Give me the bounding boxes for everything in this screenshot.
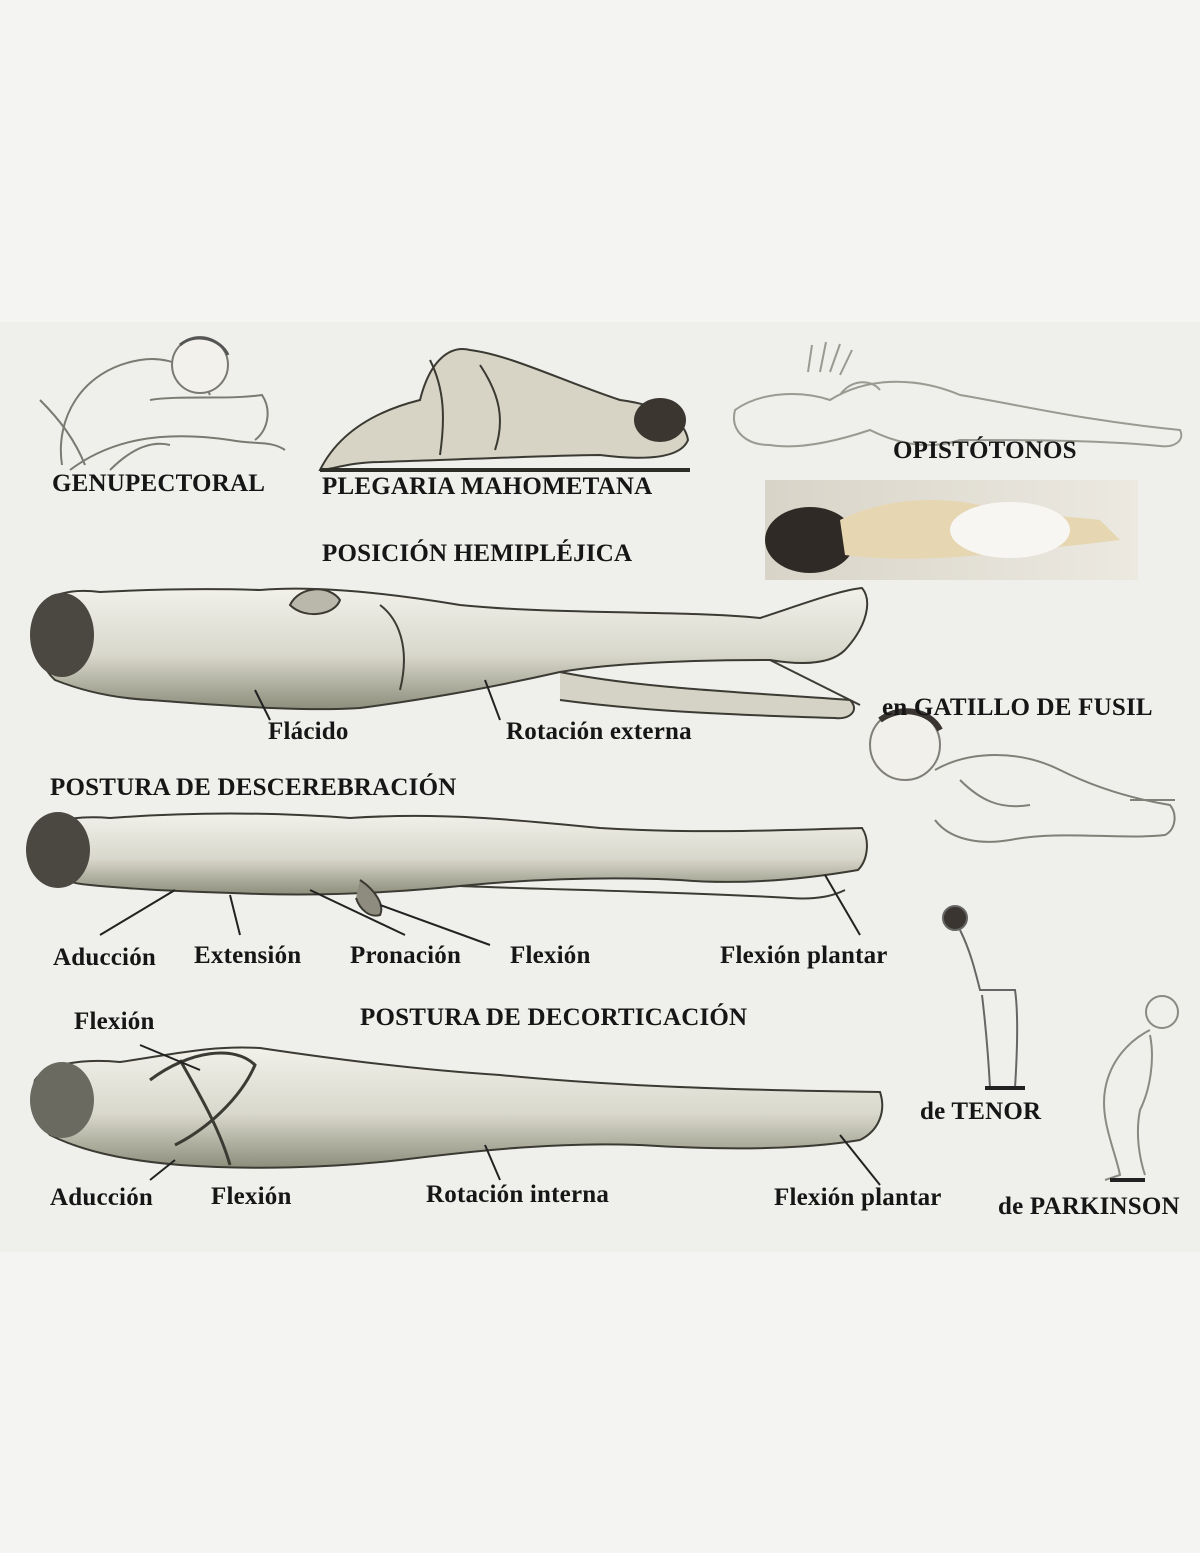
hemiplejica-pointers (254, 679, 501, 721)
rotacion-externa-label: Rotación externa (506, 718, 692, 745)
desc-flexion-plantar-label: Flexión plantar (720, 942, 888, 969)
tenor-label: de TENOR (920, 1098, 1042, 1125)
deco-aduccion-label: Aducción (50, 1184, 154, 1211)
decorticacion-title: POSTURA DE DECORTICACIÓN (360, 1004, 748, 1031)
genupectoral-label: GENUPECTORAL (52, 470, 266, 497)
tenor-figure (942, 905, 1025, 1090)
deco-rotacion-interna-label: Rotación interna (426, 1181, 610, 1208)
opistotonos-figure (733, 341, 1183, 448)
desc-flexion-label: Flexión (510, 942, 591, 969)
gatillo-label: en GATILLO DE FUSIL (882, 694, 1153, 721)
parkinson-figure (1103, 995, 1179, 1182)
parkinson-label: de PARKINSON (998, 1193, 1180, 1220)
decorticacion-pointers (139, 1044, 881, 1186)
flacido-label: Flácido (268, 718, 349, 745)
deco-flexion-top-label: Flexión (74, 1008, 155, 1035)
descerebracion-title: POSTURA DE DESCEREBRACIÓN (50, 774, 457, 801)
descerebracion-pointers (99, 874, 861, 946)
desc-extension-label: Extensión (194, 942, 302, 969)
plegaria-figure (318, 348, 690, 472)
descerebracion-figure (26, 812, 868, 917)
desc-aduccion-label: Aducción (53, 944, 157, 971)
deco-flexion-plantar-label: Flexión plantar (774, 1184, 942, 1211)
opistotonos-label: OPISTÓTONOS (893, 437, 1077, 464)
genupectoral-figure (39, 336, 286, 471)
deco-flexion-label: Flexión (211, 1183, 292, 1210)
gatillo-figure (869, 708, 1176, 843)
plegaria-label: PLEGARIA MAHOMETANA (322, 473, 653, 500)
decorticacion-figure (30, 1046, 884, 1169)
hemiplejica-title: POSICIÓN HEMIPLÉJICA (322, 540, 633, 567)
opistotonos-photo (765, 480, 1138, 580)
desc-pronacion-label: Pronación (350, 942, 462, 969)
hemiplejica-figure (30, 586, 869, 720)
